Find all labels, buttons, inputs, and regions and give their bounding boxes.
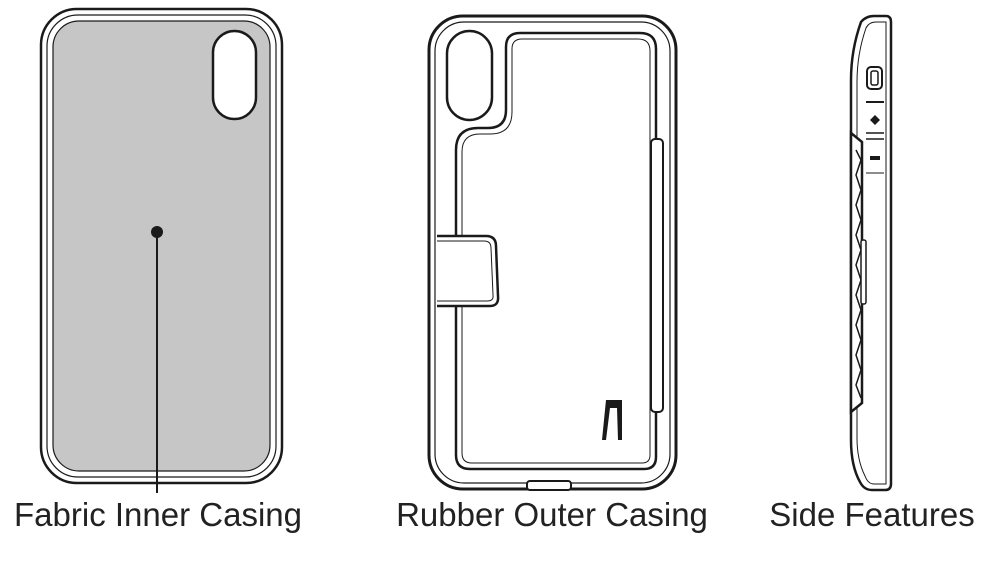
silent-switch-slider [870, 70, 879, 86]
silent-switch-icon [866, 66, 883, 90]
rubber-camera-cutout [445, 29, 494, 122]
rubber-case-back-window-inner [461, 38, 651, 464]
rubber-bottom-port [526, 480, 572, 491]
card-slot-grip-pattern [855, 149, 862, 399]
card-slot-side-rail [860, 239, 867, 305]
card-pull-tab [437, 234, 500, 308]
volume-down-icon [870, 156, 880, 160]
fabric-case-outer-shell [39, 7, 284, 485]
rubber-side-rail [650, 138, 664, 413]
fabric-area [52, 20, 271, 472]
caption-rubber-outer-casing: Rubber Outer Casing [396, 496, 708, 533]
brand-logo-mark [602, 400, 622, 440]
card-pull-tab-inner [437, 240, 494, 302]
rubber-case-outer-shell [427, 14, 678, 491]
caption-fabric-inner-casing: Fabric Inner Casing [14, 496, 302, 533]
fabric-camera-cutout [211, 29, 258, 121]
side-profile-inner [856, 21, 887, 485]
volume-up-icon [870, 115, 880, 125]
rubber-case-rim [434, 21, 671, 484]
side-profile-body [849, 14, 893, 492]
rubber-case-back-window [454, 31, 658, 471]
fabric-case-inner-frame [46, 14, 277, 478]
card-slot-side-panel [849, 130, 864, 415]
caption-side-features: Side Features [769, 496, 975, 533]
fabric-leader-dot [151, 226, 163, 238]
